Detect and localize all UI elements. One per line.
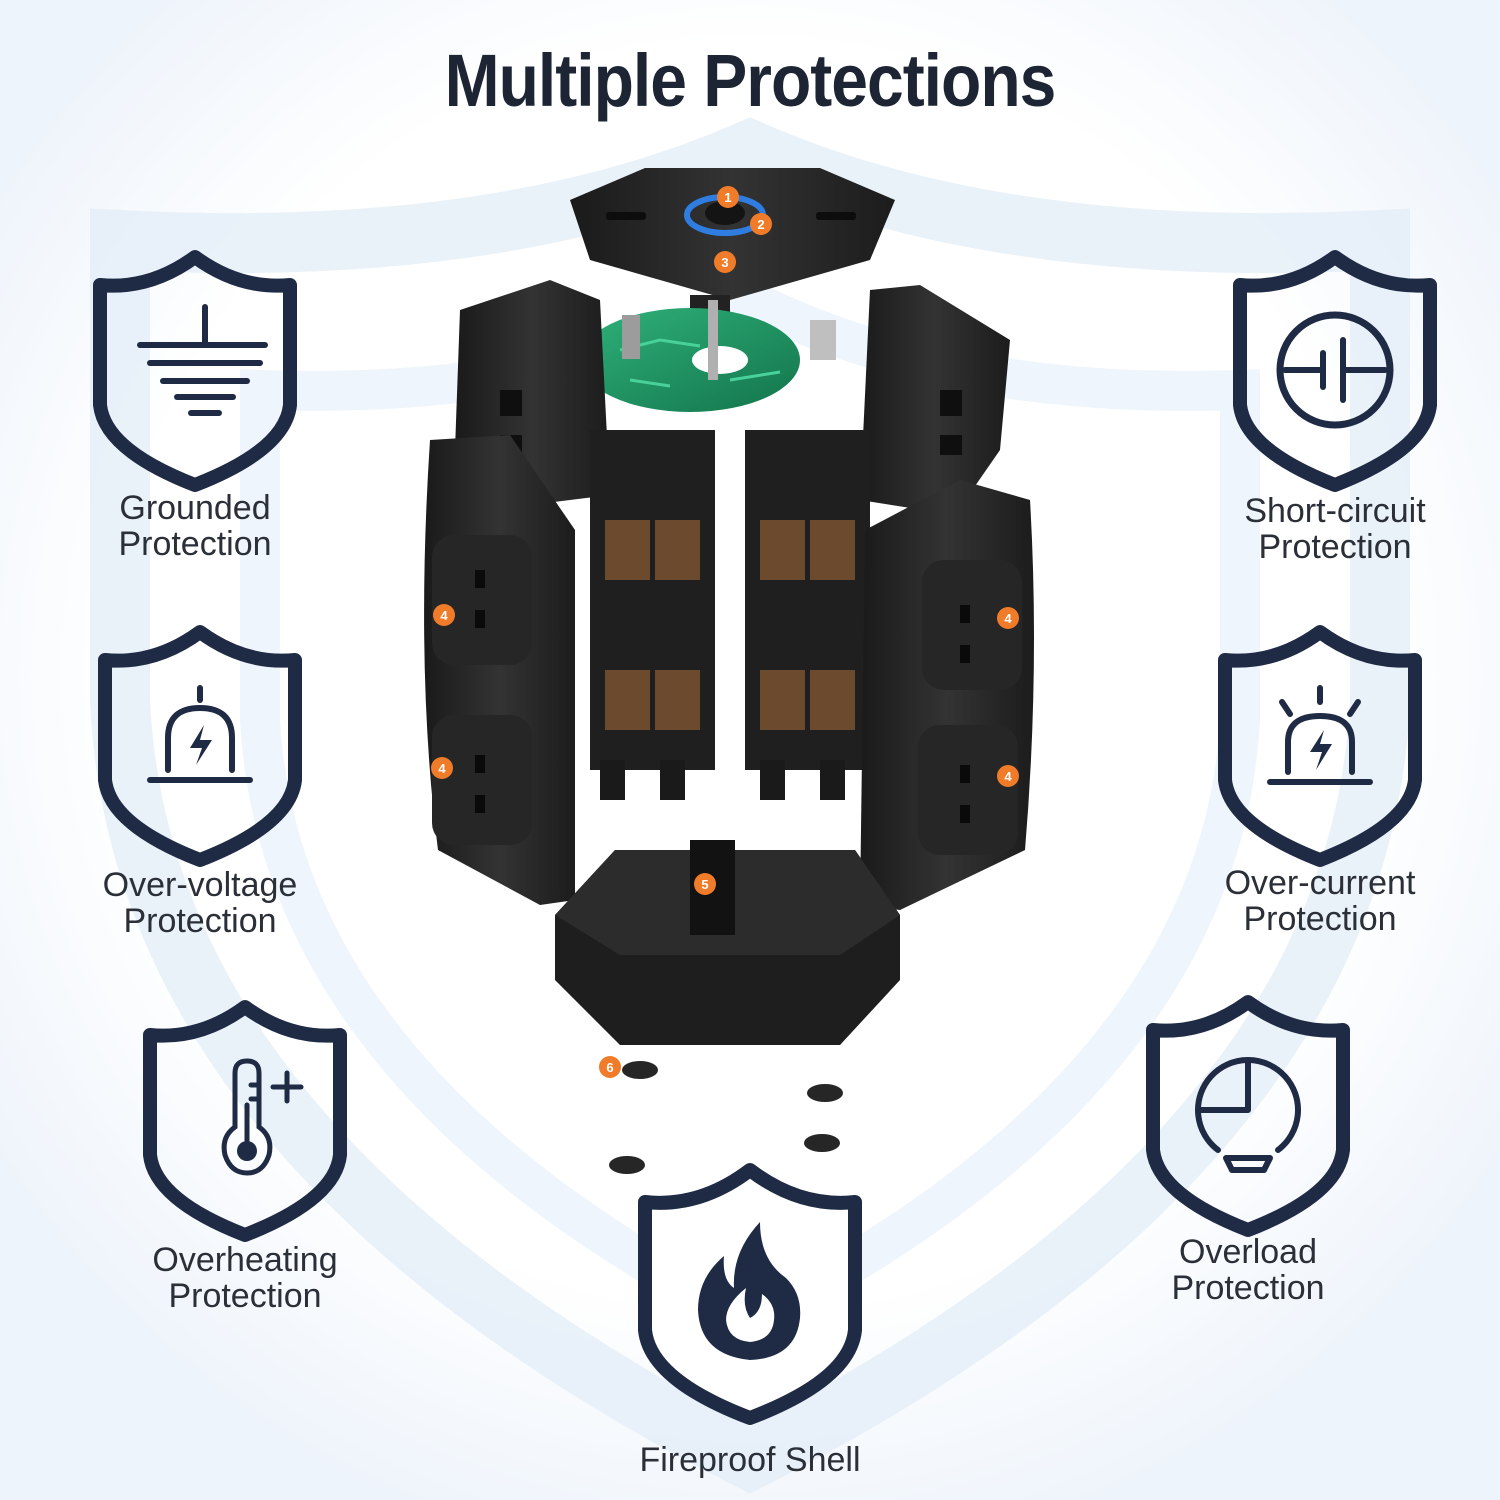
callout-badge: 1	[717, 186, 739, 208]
feature-over-current: Over-current Protection	[1170, 620, 1470, 1040]
svg-text:4: 4	[1004, 769, 1012, 784]
feature-fireproof: Fireproof Shell	[600, 1160, 900, 1490]
outlet-panel-left	[424, 435, 575, 905]
feature-label-line1: Grounded	[119, 489, 271, 527]
octagon-base	[555, 840, 900, 1045]
feature-over-voltage: Over-voltage Protection	[50, 620, 350, 1040]
feature-label-line2: Protection	[118, 525, 272, 563]
svg-text:4: 4	[1004, 611, 1012, 626]
svg-text:4: 4	[438, 761, 446, 776]
contact-module-left	[590, 430, 715, 800]
feature-short-circuit: Short-circuit Protection	[1185, 245, 1485, 665]
callout-badge: 4	[433, 604, 455, 626]
svg-text:2: 2	[757, 217, 764, 232]
alarm-light-icon	[98, 625, 302, 867]
feature-label-line1: Over-current	[1224, 864, 1416, 902]
ground-icon	[93, 250, 297, 492]
callout-badge: 4	[997, 607, 1019, 629]
callout-badge: 3	[714, 251, 736, 273]
callout-badge: 6	[599, 1056, 621, 1078]
back-panel-right	[860, 285, 1010, 515]
svg-text:6: 6	[606, 1060, 613, 1075]
feature-label-line2: Protection	[1243, 900, 1397, 938]
feature-label-line2: Protection	[1171, 1269, 1325, 1307]
callout-badge: 4	[431, 757, 453, 779]
feature-label-line1: Short-circuit	[1244, 492, 1426, 530]
callout-badge: 5	[694, 873, 716, 895]
feature-overheating: Overheating Protection	[95, 995, 395, 1415]
alarm-light-rays-icon	[1218, 625, 1422, 867]
svg-text:1: 1	[724, 190, 731, 205]
page-title: Multiple Protections	[444, 38, 1057, 122]
feature-label-line1: Over-voltage	[102, 866, 298, 904]
feature-label-line1: Fireproof Shell	[639, 1441, 861, 1479]
svg-text:4: 4	[440, 608, 448, 623]
feature-label-line1: Overload	[1179, 1233, 1317, 1271]
feature-label-line2: Protection	[123, 902, 277, 940]
contact-module-right	[745, 430, 870, 800]
rubber-feet	[609, 1061, 843, 1174]
feature-overload: Overload Protection	[1098, 990, 1398, 1410]
feature-label-line2: Protection	[1258, 528, 1412, 566]
feature-label-line1: Overheating	[152, 1241, 338, 1279]
callout-badge: 2	[750, 213, 772, 235]
flame-icon	[638, 1163, 862, 1425]
callout-badge: 4	[997, 765, 1019, 787]
feature-label-line2: Protection	[168, 1277, 322, 1315]
gauge-icon	[1146, 995, 1350, 1237]
battery-circle-icon	[1233, 250, 1437, 492]
exploded-power-tower-illustration: 1 2 3 4 4 4 4 5 6	[424, 168, 1034, 1174]
circuit-board	[580, 300, 836, 412]
feature-grounded: Grounded Protection	[45, 245, 345, 665]
svg-text:5: 5	[701, 877, 708, 892]
thermometer-plus-icon	[143, 1000, 347, 1242]
outlet-panel-right	[860, 480, 1034, 910]
svg-text:3: 3	[721, 255, 728, 270]
